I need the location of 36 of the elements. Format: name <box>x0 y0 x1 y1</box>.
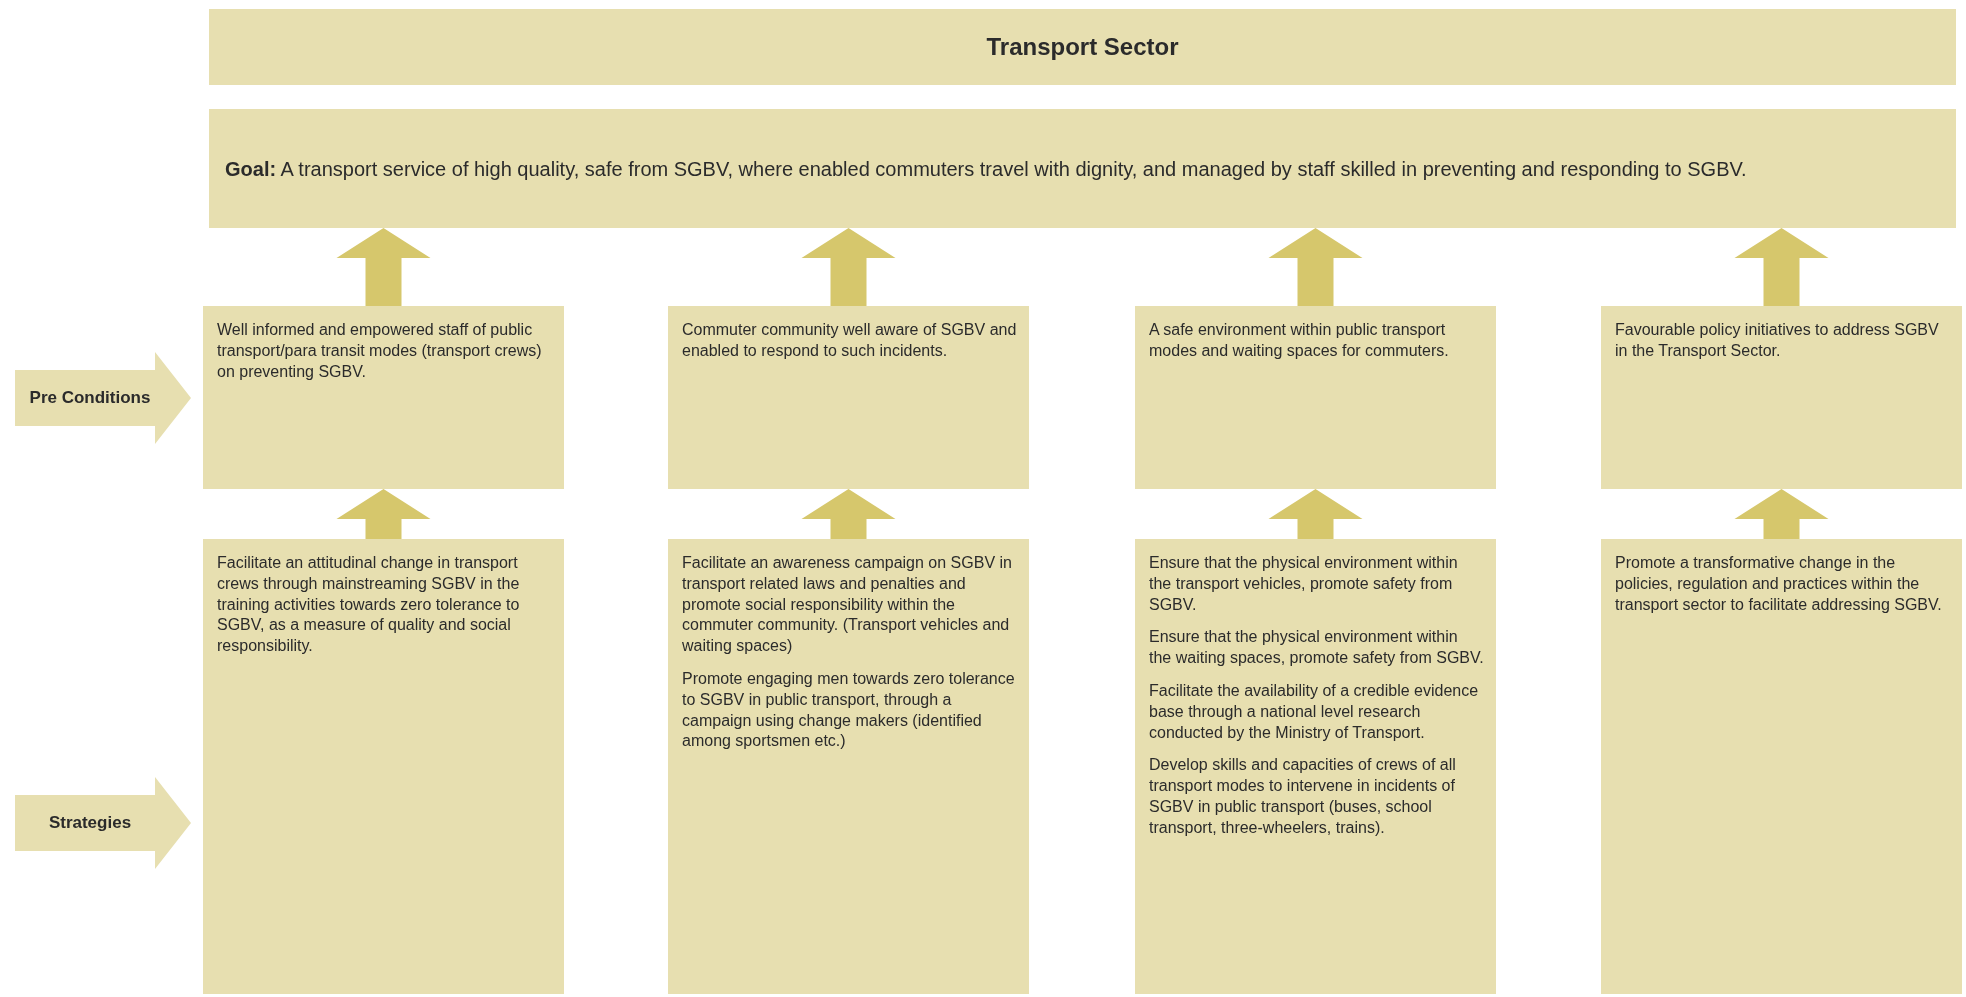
arrow <box>1268 228 1363 306</box>
arrow <box>801 489 896 539</box>
arrow <box>336 489 431 539</box>
precondition-box <box>1601 306 1962 489</box>
precondition-box <box>1135 306 1496 489</box>
box-text: Promote engaging men towards zero tolerance to SGBV in public transport, through a campaign using change makers (identified among sportsmen etc.) <box>682 669 1016 752</box>
box-text: Facilitate an awareness campaign on SGBV in transport related laws and penalties and promote social responsibility within the commuter community. (Transport vehicles and waiting spaces) <box>682 553 1013 657</box>
box-text: Ensure that the physical environment within the transport vehicles, promote safety from SGBV. <box>1149 553 1459 615</box>
strategy-box <box>668 539 1029 994</box>
precondition-box <box>203 306 564 489</box>
title-text: Transport Sector <box>986 32 1179 63</box>
title-banner <box>209 9 1956 85</box>
box-text: Facilitate an attitudinal change in transport crews through mainstreaming SGBV in the training activities towards zero tolerance to SGBV, as a measure of quality and social responsibility. <box>217 553 521 657</box>
arrow-label: Strategies <box>47 811 133 834</box>
box-text: Goal: A transport service of high quality, safe from SGBV, where enabled commuters travel with dignity, and managed by staff skilled in preventing and responding to SGBV. <box>225 156 1747 182</box>
arrow <box>336 228 431 306</box>
arrow-label: Pre Conditions <box>29 386 151 409</box>
strategy-box <box>1601 539 1962 994</box>
box-text: A safe environment within public transport modes and waiting spaces for commuters. <box>1149 320 1450 361</box>
box-text: Favourable policy initiatives to address SGBV in the Transport Sector. <box>1615 320 1940 361</box>
arrow <box>1734 228 1829 306</box>
box-text: Ensure that the physical environment within the waiting spaces, promote safety from SGBV. <box>1149 627 1484 669</box>
box-text: Commuter community well aware of SGBV and enabled to respond to such incidents. <box>682 320 1017 361</box>
goal-box <box>209 109 1956 228</box>
box-text: Well informed and empowered staff of public transport/para transit modes (transport crews) on preventing SGBV. <box>217 320 543 382</box>
strategy-box <box>203 539 564 994</box>
arrow <box>801 228 896 306</box>
strategy-box <box>1135 539 1496 994</box>
block-arrow <box>15 352 191 444</box>
box-text: Develop skills and capacities of crews of all transport modes to intervene in incidents of SGBV in public transport (buses, school transport, three-wheelers, trains). <box>1149 755 1457 838</box>
arrow <box>1734 489 1829 539</box>
box-text: Promote a transformative change in the policies, regulation and practices within the transport sector to facilitate addressing SGBV. <box>1615 553 1943 615</box>
arrow <box>1268 489 1363 539</box>
precondition-box <box>668 306 1029 489</box>
box-text: Facilitate the availability of a credible evidence base through a national level research conducted by the Ministry of Transport. <box>1149 681 1480 743</box>
block-arrow <box>15 777 191 869</box>
